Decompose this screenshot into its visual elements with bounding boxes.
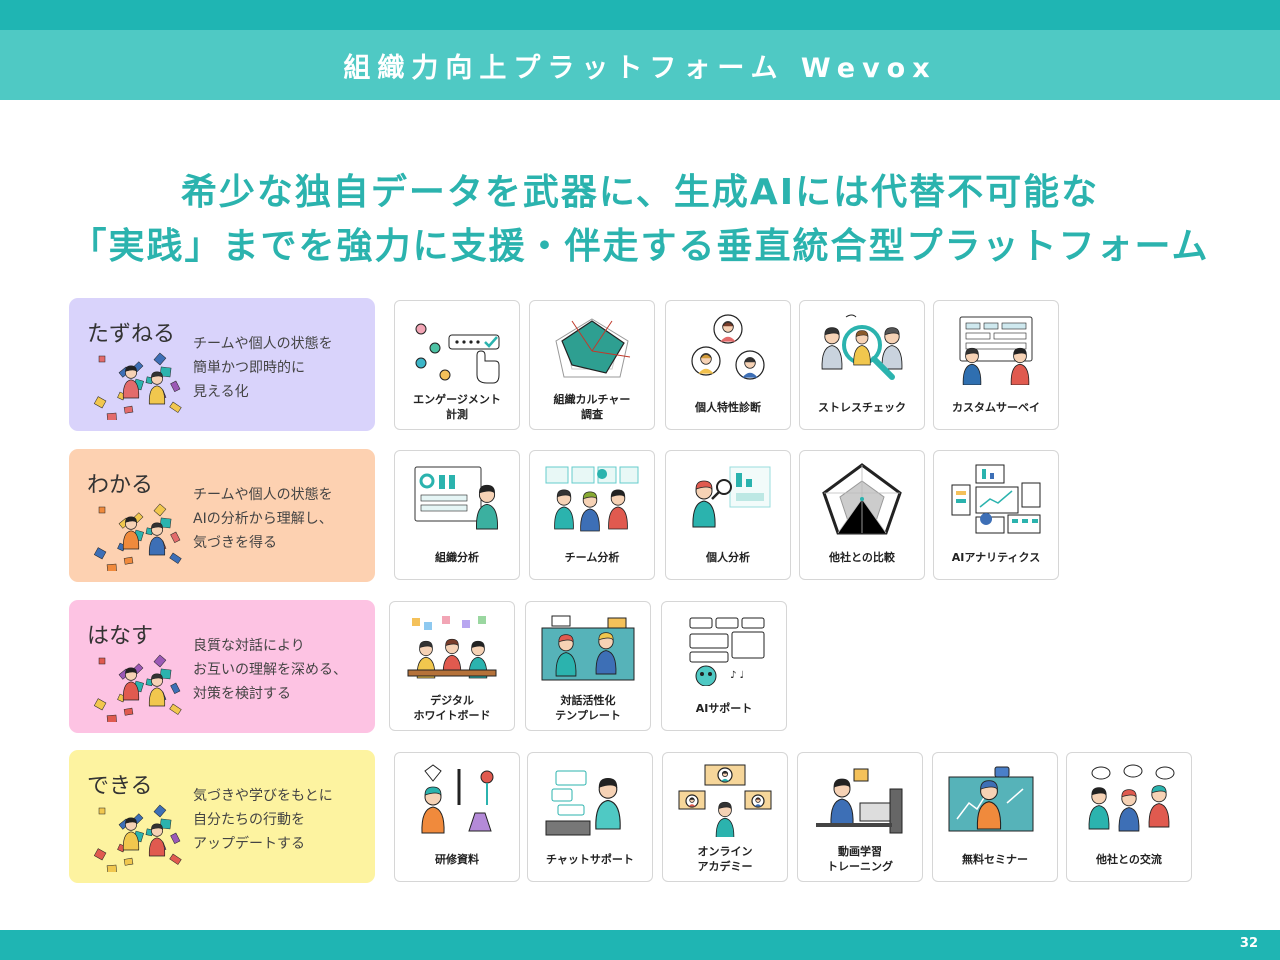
feature-tile[interactable]: チャットサポート bbox=[527, 752, 653, 882]
feature-tile[interactable]: カスタムサーベイ bbox=[933, 300, 1059, 430]
row-illustration bbox=[93, 352, 182, 420]
tile-label: 組織分析 bbox=[435, 550, 479, 564]
feature-tile[interactable]: 対話活性化 テンプレート bbox=[525, 601, 651, 731]
headline-line-2: 「実践」までを強力に支援・伴走する垂直統合型プラットフォーム bbox=[70, 226, 1210, 267]
headline-line-1: 希少な独自データを武器に、生成AIには代替不可能な bbox=[180, 172, 1100, 213]
feature-tile[interactable]: 組織分析 bbox=[394, 450, 520, 580]
bottom-bar bbox=[0, 930, 1280, 960]
chat-support-icon bbox=[545, 770, 621, 836]
tile-label: 他社との比較 bbox=[829, 550, 895, 564]
whiteboard-meeting-icon bbox=[407, 616, 497, 679]
custom-survey-board-icon bbox=[959, 316, 1033, 385]
tile-label: 個人分析 bbox=[706, 550, 750, 564]
row-card: はなす良質な対話により お互いの理解を深める、 対策を検討する bbox=[69, 600, 375, 733]
feature-tile[interactable]: オンライン アカデミー bbox=[662, 752, 788, 882]
page-number: 32 bbox=[1239, 936, 1258, 951]
video-learning-icon bbox=[816, 768, 903, 834]
seminar-presenter-icon bbox=[948, 766, 1034, 832]
tile-label: カスタムサーベイ bbox=[952, 400, 1040, 414]
feature-tile[interactable]: 個人分析 bbox=[665, 450, 791, 580]
tile-label: 無料セミナー bbox=[962, 852, 1028, 866]
row-card: たずねるチームや個人の状態を 簡単かつ即時的に 見える化 bbox=[69, 298, 375, 431]
row-title: たずねる bbox=[87, 322, 176, 347]
personality-profiles-icon bbox=[691, 314, 765, 380]
analytics-panels-icon bbox=[951, 464, 1041, 534]
feature-tile[interactable]: エンゲージメント 計測 bbox=[394, 300, 520, 430]
dashboard-presenter-icon bbox=[414, 466, 498, 530]
feature-tile[interactable]: 組織カルチャー 調査 bbox=[529, 300, 655, 430]
tile-label: 他社との交流 bbox=[1096, 852, 1162, 866]
online-academy-icon bbox=[678, 764, 772, 837]
row-card: わかるチームや個人の状態を AIの分析から理解し、 気づきを得る bbox=[69, 449, 375, 582]
tile-label: AIアナリティクス bbox=[951, 550, 1041, 564]
feature-tile[interactable]: ♪ ♩ AIサポート bbox=[661, 601, 787, 731]
tile-label: チャットサポート bbox=[546, 852, 634, 866]
radar-chart-icon bbox=[555, 318, 631, 378]
tile-label: 個人特性診断 bbox=[695, 400, 761, 414]
row-title: できる bbox=[87, 774, 153, 799]
row-description: チームや個人の状態を 簡単かつ即時的に 見える化 bbox=[193, 336, 333, 400]
top-strip bbox=[0, 0, 1280, 30]
person-magnifier-icon bbox=[692, 466, 771, 528]
svg-text:♪ ♩: ♪ ♩ bbox=[730, 670, 744, 681]
networking-people-icon bbox=[1088, 764, 1175, 832]
feature-tile[interactable]: 他社との交流 bbox=[1066, 752, 1192, 882]
tile-label: デジタル ホワイトボード bbox=[413, 694, 491, 722]
magnifier-people-icon bbox=[821, 314, 903, 380]
tile-label: チーム分析 bbox=[564, 550, 620, 564]
dialogue-people-icon bbox=[541, 615, 635, 681]
row-illustration bbox=[93, 503, 182, 571]
row-description: 気づきや学びをもとに 自分たちの行動を アップデートする bbox=[193, 788, 333, 852]
tile-label: 組織カルチャー 調査 bbox=[553, 393, 631, 421]
feature-tile[interactable]: ストレスチェック bbox=[799, 300, 925, 430]
tile-label: AIサポート bbox=[695, 701, 753, 715]
feature-tile[interactable]: 研修資料 bbox=[394, 752, 520, 882]
feature-tile[interactable]: デジタル ホワイトボード bbox=[389, 601, 515, 731]
tile-label: エンゲージメント 計測 bbox=[413, 393, 501, 421]
feature-tile[interactable]: AIアナリティクス bbox=[933, 450, 1059, 580]
tile-label: 動画学習 トレーニング bbox=[827, 845, 893, 873]
engagement-survey-icon bbox=[415, 323, 500, 384]
feature-tile[interactable]: 個人特性診断 bbox=[665, 300, 791, 430]
tile-label: 研修資料 bbox=[435, 852, 479, 866]
header-band: 組織力向上プラットフォーム Wevox bbox=[0, 30, 1280, 100]
training-materials-icon bbox=[421, 764, 494, 834]
row-illustration bbox=[93, 654, 182, 722]
pentagon-radar-icon bbox=[822, 463, 902, 535]
headline: 希少な独自データを武器に、生成AIには代替不可能な 「実践」までを強力に支援・伴… bbox=[0, 166, 1280, 274]
feature-tile[interactable]: 動画学習 トレーニング bbox=[797, 752, 923, 882]
ai-robot-icon: ♪ ♩ bbox=[689, 617, 765, 686]
tile-label: ストレスチェック bbox=[818, 400, 906, 414]
feature-tile[interactable]: 他社との比較 bbox=[799, 450, 925, 580]
row-description: チームや個人の状態を AIの分析から理解し、 気づきを得る bbox=[193, 487, 333, 551]
header-title: 組織力向上プラットフォーム Wevox bbox=[343, 52, 937, 84]
row-card: できる気づきや学びをもとに 自分たちの行動を アップデートする bbox=[69, 750, 375, 883]
team-charts-icon bbox=[545, 466, 639, 532]
feature-tile[interactable]: チーム分析 bbox=[529, 450, 655, 580]
row-description: 良質な対話により お互いの理解を深める、 対策を検討する bbox=[193, 638, 347, 702]
row-title: はなす bbox=[87, 624, 154, 649]
row-illustration bbox=[93, 804, 182, 872]
tile-label: オンライン アカデミー bbox=[697, 845, 753, 873]
feature-tile[interactable]: 無料セミナー bbox=[932, 752, 1058, 882]
tile-label: 対話活性化 テンプレート bbox=[555, 694, 621, 722]
row-title: わかる bbox=[87, 473, 154, 498]
